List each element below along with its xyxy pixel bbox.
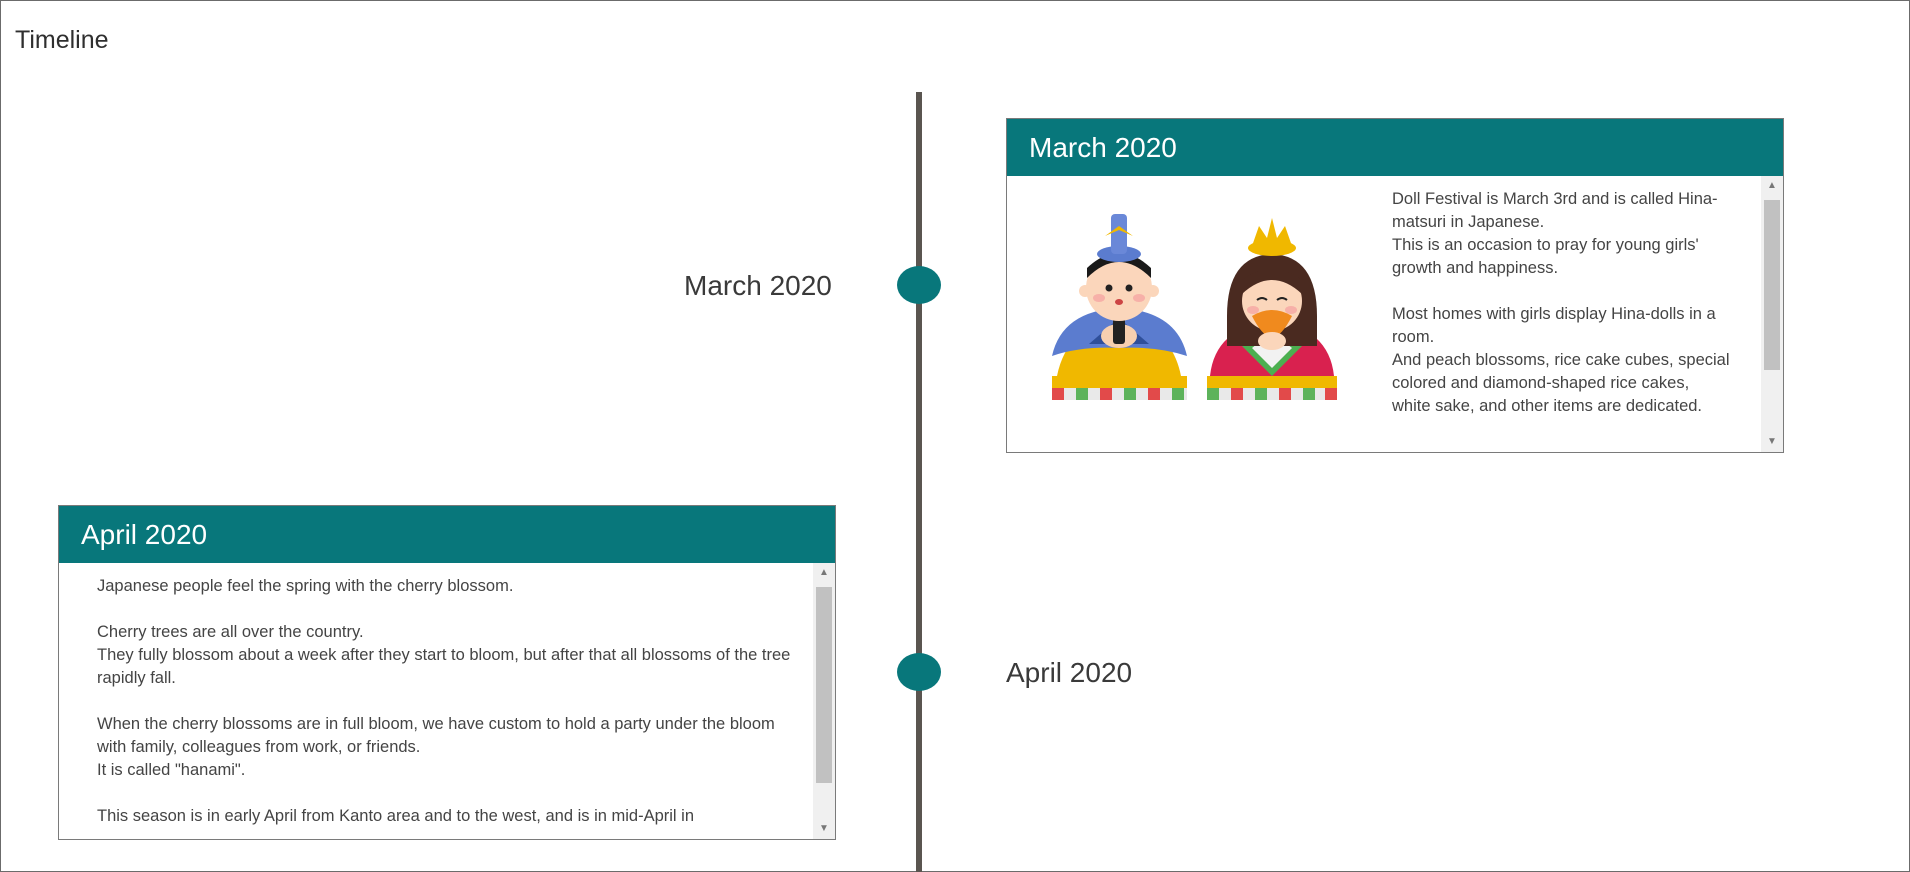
card-title: April 2020 — [59, 506, 835, 563]
event-card-april: April 2020 Japanese people feel the spri… — [58, 505, 836, 840]
card-body: Japanese people feel the spring with the… — [59, 563, 813, 839]
card-text: Doll Festival is March 3rd and is called… — [1392, 190, 1730, 415]
scroll-down-icon[interactable]: ▼ — [1767, 436, 1777, 447]
card-text: Japanese people feel the spring with the… — [97, 577, 791, 825]
hina-dolls-illustration — [1052, 214, 1337, 400]
timeline-node-march — [897, 266, 941, 304]
male-doll-icon — [1052, 214, 1187, 400]
timeline-label-march: March 2020 — [684, 270, 832, 301]
card-scrollbar[interactable]: ▲ ▼ — [1761, 176, 1783, 452]
scroll-thumb[interactable] — [816, 587, 832, 783]
scroll-up-icon[interactable]: ▲ — [819, 567, 829, 578]
scroll-down-icon[interactable]: ▼ — [819, 823, 829, 834]
scroll-up-icon[interactable]: ▲ — [1767, 180, 1777, 191]
card-title: March 2020 — [1007, 119, 1783, 176]
page-title: Timeline — [15, 26, 109, 54]
timeline-node-april — [897, 653, 941, 691]
timeline-axis — [916, 92, 922, 872]
timeline-label-april: April 2020 — [1006, 657, 1133, 688]
card-body: Doll Festival is March 3rd and is called… — [1007, 176, 1761, 452]
card-scrollbar[interactable]: ▲ ▼ — [813, 563, 835, 839]
scroll-thumb[interactable] — [1764, 200, 1780, 370]
female-doll-icon — [1207, 218, 1337, 400]
event-card-march: March 2020 — [1006, 118, 1784, 453]
